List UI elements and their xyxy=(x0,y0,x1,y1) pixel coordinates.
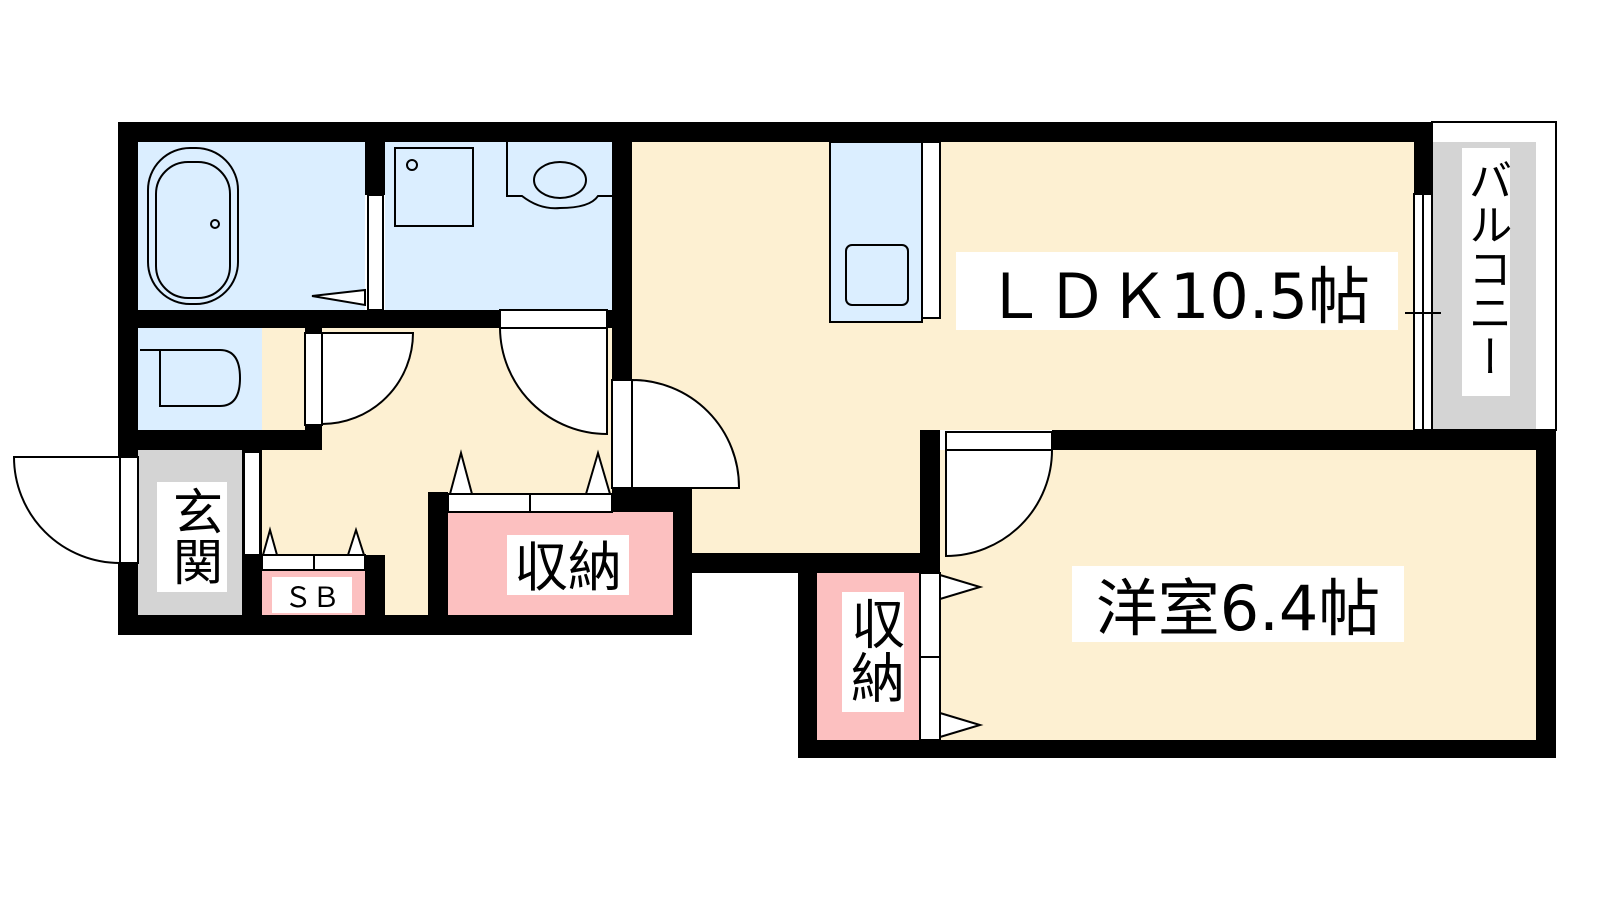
storage-hall-label: 収納 xyxy=(514,536,622,599)
entrance-door-swing[interactable] xyxy=(12,456,121,565)
drain-icon xyxy=(210,219,220,229)
bath-door-marker-icon xyxy=(311,288,366,307)
stove-icon xyxy=(845,244,909,306)
doors[interactable] xyxy=(12,193,1441,741)
ldk-label-bg xyxy=(956,252,1398,330)
shoe-box-door-right[interactable] xyxy=(313,554,366,571)
door-marker-icon xyxy=(584,449,612,495)
entrance-label-bg xyxy=(157,482,227,592)
washer-pan-icon xyxy=(394,147,474,227)
storage-hall-label-bg xyxy=(507,535,629,595)
kitchen-wall-panel xyxy=(921,141,941,319)
bathtub-inner xyxy=(155,161,231,299)
door-marker-icon xyxy=(448,449,474,495)
entrance-label: 玄関 xyxy=(165,486,223,586)
ldk-label: ＬＤＫ10.5帖 xyxy=(984,260,1370,333)
walls xyxy=(118,122,1556,758)
door-marker-icon xyxy=(939,573,984,601)
storage-western-door-top[interactable] xyxy=(919,572,941,658)
bathroom-floor xyxy=(138,142,365,310)
toilet-door-swing[interactable] xyxy=(321,332,415,426)
storage-hall-door-left[interactable] xyxy=(447,493,531,513)
bathtub-icon xyxy=(147,147,239,305)
sink-counter-icon xyxy=(506,142,612,210)
western-room-label: 洋室6.4帖 xyxy=(1096,572,1381,645)
bath-door[interactable] xyxy=(367,194,384,311)
door-marker-icon xyxy=(261,526,279,556)
western-label-bg xyxy=(1072,566,1404,642)
washroom-door-frame[interactable] xyxy=(499,309,608,329)
western-door-frame[interactable] xyxy=(945,431,1053,451)
shoe-box-label: ＳＢ xyxy=(284,581,340,614)
door-marker-icon xyxy=(939,711,984,739)
balcony-label-bg xyxy=(1462,148,1510,396)
washroom-door-swing[interactable] xyxy=(498,327,608,436)
storage-western-label: 収納 xyxy=(842,596,905,704)
ldk-door-swing[interactable] xyxy=(631,378,741,489)
entrance-step xyxy=(243,451,261,556)
shoe-box-label-bg xyxy=(272,577,352,613)
washer-drain-icon xyxy=(406,159,418,171)
door-marker-icon xyxy=(346,526,366,556)
toilet-door-frame[interactable] xyxy=(304,332,323,426)
shoe-box-door-left[interactable] xyxy=(261,554,315,571)
western-door-swing[interactable] xyxy=(945,449,1054,558)
ldk-door-frame[interactable] xyxy=(611,379,633,489)
storage-western-label-bg xyxy=(842,592,904,712)
entrance-door-frame[interactable] xyxy=(119,456,139,564)
storage-hall-door-right[interactable] xyxy=(529,493,613,513)
toilet-icon xyxy=(140,349,242,407)
balcony-label: バルコニー xyxy=(1461,158,1512,378)
storage-western-door-bottom[interactable] xyxy=(919,656,941,741)
sink-icon xyxy=(533,161,587,199)
